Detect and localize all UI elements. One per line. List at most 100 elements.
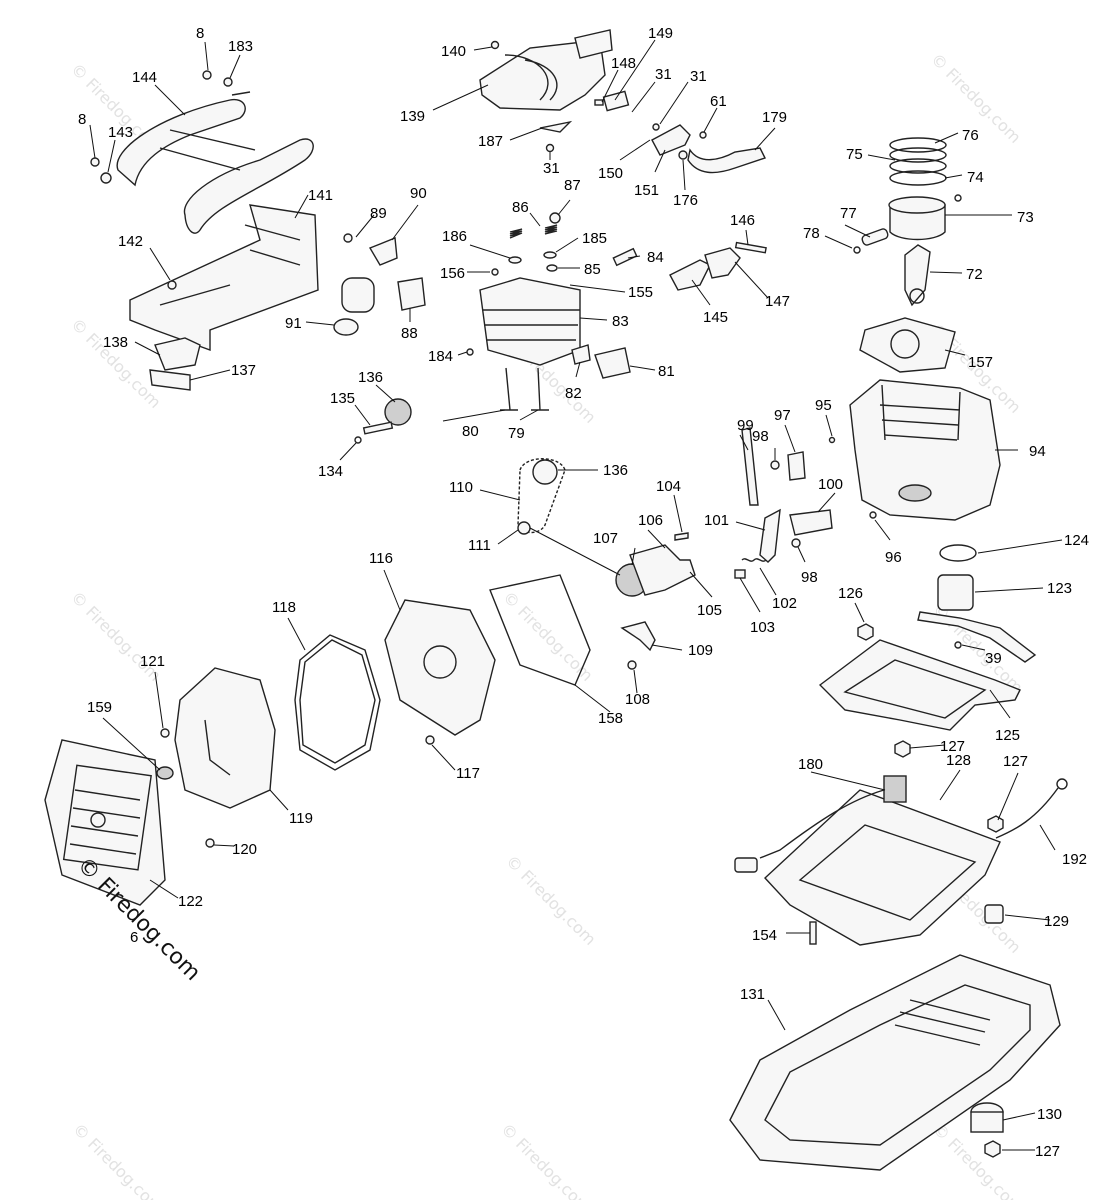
plate-part	[594, 99, 604, 106]
valve-part	[531, 367, 549, 411]
washer-part	[546, 264, 558, 272]
spark-plug-part	[612, 247, 638, 267]
callout-192: 192	[1062, 851, 1087, 868]
watermark-text: © Firedog.com	[67, 314, 165, 412]
muffler-part	[174, 667, 276, 809]
callout-105: 105	[697, 602, 722, 619]
callout-107: 107	[593, 530, 618, 547]
clip-part	[354, 436, 362, 444]
callout-151: 151	[634, 182, 659, 199]
callout-87: 87	[564, 177, 581, 194]
callout-8: 8	[78, 111, 86, 128]
screw-part	[828, 436, 836, 444]
crankcase-cover-part	[423, 645, 457, 679]
callout-123: 123	[1047, 580, 1072, 597]
callout-180: 180	[798, 756, 823, 773]
nut-part	[857, 623, 874, 641]
callout-74: 74	[967, 169, 984, 186]
callout-labels: 8 183 144 8 143 141 142 138 137 140 149 …	[78, 25, 1089, 1160]
base-plate-part	[798, 824, 977, 921]
handle-part	[116, 98, 246, 187]
crankcase-part	[898, 484, 932, 502]
callout-137: 137	[231, 362, 256, 379]
ground-wire-part	[1056, 778, 1068, 790]
callout-102: 102	[772, 595, 797, 612]
module-part	[883, 775, 907, 803]
gasket-part	[571, 344, 591, 365]
crankcase-part	[879, 384, 961, 441]
piston-part	[889, 204, 946, 241]
callout-78: 78	[803, 225, 820, 242]
watermark-text: © Firedog.com	[69, 1119, 167, 1200]
screw-part	[343, 233, 353, 243]
gasket-part	[539, 120, 573, 133]
insulator-part	[333, 318, 359, 336]
hose-part	[687, 147, 766, 174]
grille-part	[90, 812, 106, 828]
callout-73: 73	[1017, 209, 1034, 226]
clip-part	[154, 337, 201, 371]
callout-187: 187	[478, 133, 503, 150]
callout-149: 149	[648, 25, 673, 42]
callout-8: 8	[196, 25, 204, 42]
callout-144: 144	[132, 69, 157, 86]
callout-96: 96	[885, 549, 902, 566]
screw-part	[869, 511, 877, 519]
callout-39: 39	[985, 650, 1002, 667]
cylinder-head-part	[479, 277, 581, 366]
valve-cover-part	[504, 54, 558, 101]
piston-ring-part	[889, 137, 947, 153]
engine-bed-part	[843, 659, 987, 719]
callout-128: 128	[946, 752, 971, 769]
governor-arm-part	[759, 508, 781, 563]
callout-84: 84	[647, 249, 664, 266]
callout-146: 146	[730, 212, 755, 229]
spring-part	[509, 228, 523, 239]
callout-76: 76	[962, 127, 979, 144]
clip-part	[954, 194, 962, 202]
valve-part	[500, 367, 518, 411]
plate-part	[602, 90, 630, 112]
callout-156: 156	[440, 265, 465, 282]
seal-part	[543, 251, 557, 259]
spring-part	[741, 558, 767, 562]
bracket-part	[620, 621, 656, 652]
leader-lines	[89, 39, 1063, 1151]
callout-135: 135	[330, 390, 355, 407]
watermark-text: © Firedog.com	[497, 1119, 595, 1200]
callout-119: 119	[289, 810, 313, 827]
handle-part	[231, 91, 251, 96]
callout-94: 94	[1029, 443, 1046, 460]
callout-31: 31	[543, 160, 560, 177]
nut-part	[984, 1140, 1001, 1158]
callout-98: 98	[752, 428, 769, 445]
callout-127: 127	[1035, 1143, 1060, 1160]
callout-111: 111	[468, 537, 491, 554]
crankshaft-part	[629, 544, 696, 596]
callout-126: 126	[838, 585, 863, 602]
connecting-rod-part	[909, 288, 925, 304]
callout-150: 150	[598, 165, 623, 182]
piston-part	[888, 196, 946, 214]
callout-95: 95	[815, 397, 832, 414]
callout-103: 103	[750, 619, 775, 636]
bracket-part	[159, 224, 301, 306]
head-gasket-part	[890, 329, 920, 359]
callout-176: 176	[673, 192, 698, 209]
sprocket-part	[517, 521, 531, 535]
callout-72: 72	[966, 266, 983, 283]
callout-80: 80	[462, 423, 479, 440]
callout-120: 120	[232, 841, 257, 858]
callout-101: 101	[704, 512, 729, 529]
screw-part	[167, 280, 177, 290]
watermark-text: © Firedog.com	[499, 587, 597, 685]
callout-98: 98	[801, 569, 818, 586]
clamp-part	[678, 150, 688, 160]
callout-147: 147	[765, 293, 790, 310]
rocker-arm-part	[669, 259, 711, 291]
callout-108: 108	[625, 691, 650, 708]
foot-part	[970, 1111, 1004, 1133]
callout-31: 31	[655, 66, 672, 83]
piston-pin-part	[861, 228, 889, 246]
mount-part	[984, 904, 1004, 924]
